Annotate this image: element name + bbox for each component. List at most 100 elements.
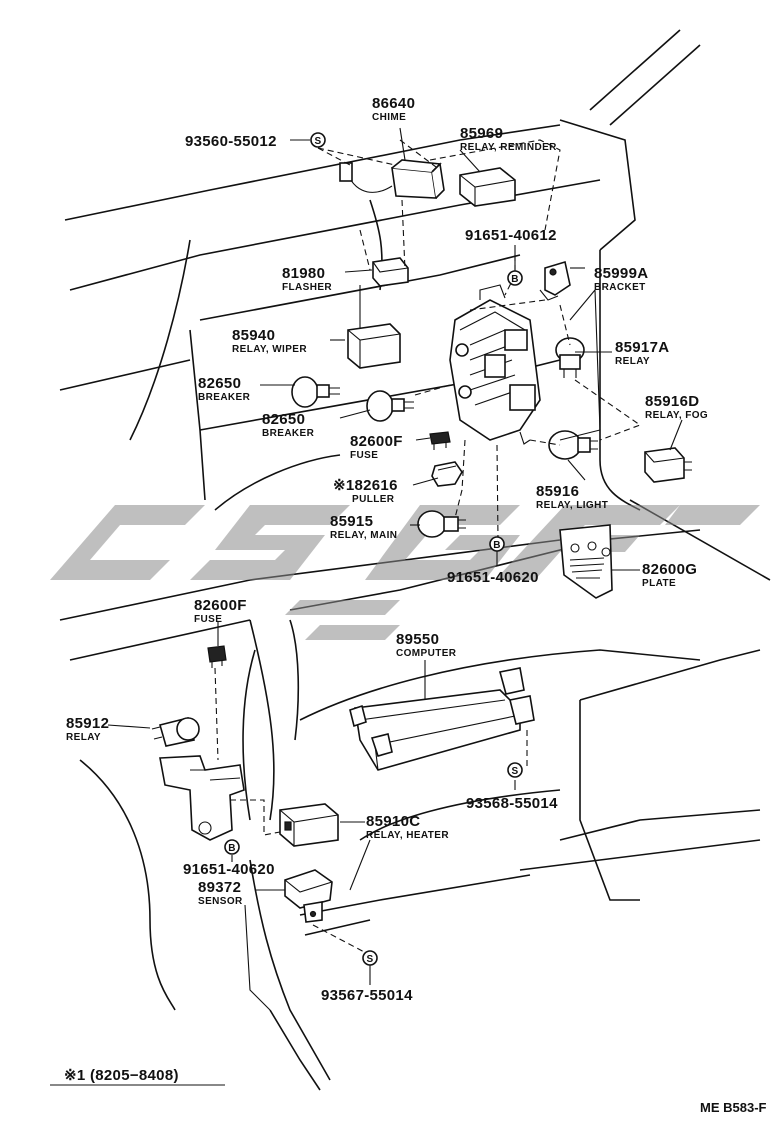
light-relay-part xyxy=(548,430,598,460)
part-name: RELAY, LIGHT xyxy=(536,500,608,511)
relay-85917a-part xyxy=(555,337,585,378)
body-outline xyxy=(59,29,771,1091)
part-name: SENSOR xyxy=(198,896,243,907)
lower-fuse-part xyxy=(207,645,227,668)
part-name: RELAY xyxy=(66,732,101,743)
bracket-part xyxy=(539,260,571,301)
label-breaker-2: 82650 BREAKER xyxy=(262,411,315,439)
lower-bracket-part xyxy=(159,755,245,841)
part-number: 82600F xyxy=(350,433,403,450)
part-number: 85940 xyxy=(232,327,275,344)
part-number: 85915 xyxy=(330,513,373,530)
label-lower-fuse: 82600F FUSE xyxy=(194,597,247,625)
part-name: RELAY, HEATER xyxy=(366,830,449,841)
label-91651-40612: 91651-40612 xyxy=(465,227,557,244)
part-number: 85916D xyxy=(645,393,699,410)
label-heater-relay: 85910C RELAY, HEATER xyxy=(366,813,449,841)
part-number: 91651-40612 xyxy=(465,227,557,244)
reminder-relay-part xyxy=(459,167,516,207)
marker-s-label: S xyxy=(314,136,321,147)
part-number: 85910C xyxy=(366,813,420,830)
part-number: 85969 xyxy=(460,125,503,142)
part-name: BREAKER xyxy=(198,392,251,403)
part-name: RELAY, FOG xyxy=(645,410,708,421)
label-93560: 93560-55012 xyxy=(185,133,277,150)
chime-part xyxy=(339,159,445,199)
label-93567: 93567-55014 xyxy=(321,987,413,1004)
part-number: 85999A xyxy=(594,265,648,282)
part-number: 82600G xyxy=(642,561,697,578)
main-relay-part xyxy=(417,510,466,538)
marker-s-3: S xyxy=(362,950,378,966)
flasher-part xyxy=(372,257,409,287)
marker-s-2: S xyxy=(507,762,523,778)
label-fuse: 82600F FUSE xyxy=(350,433,403,461)
part-name: RELAY xyxy=(615,356,650,367)
part-number: ※182616 xyxy=(333,477,398,494)
label-flasher: 81980 FLASHER xyxy=(282,265,332,293)
part-number: 93568-55014 xyxy=(466,795,558,812)
part-number: 89372 xyxy=(198,879,241,896)
part-name: BREAKER xyxy=(262,428,315,439)
part-number: 82650 xyxy=(198,375,241,392)
label-wiper-relay: 85940 RELAY, WIPER xyxy=(232,327,307,355)
assembly-lines xyxy=(214,139,642,956)
part-number: 85916 xyxy=(536,483,579,500)
label-93568: 93568-55014 xyxy=(466,795,558,812)
relay-85912-part xyxy=(151,717,200,747)
part-number: 86640 xyxy=(372,95,415,112)
part-name: FUSE xyxy=(350,450,378,461)
leader-lines xyxy=(107,127,683,1011)
label-light-relay: 85916 RELAY, LIGHT xyxy=(536,483,608,511)
heater-relay-part xyxy=(279,803,339,847)
label-chime: 86640 CHIME xyxy=(372,95,415,123)
watermark-logo xyxy=(50,505,760,640)
part-name: COMPUTER xyxy=(396,648,457,659)
marker-b-1: B xyxy=(507,270,523,286)
part-number: 89550 xyxy=(396,631,439,648)
diagram-code: ME B583-F xyxy=(700,1100,767,1115)
part-number: 93560-55012 xyxy=(185,133,277,150)
marker-b-3: B xyxy=(224,839,240,855)
marker-b-label: B xyxy=(493,540,501,551)
part-name: PLATE xyxy=(642,578,676,589)
label-breaker-1: 82650 BREAKER xyxy=(198,375,251,403)
computer-part xyxy=(349,667,535,771)
part-name: RELAY, WIPER xyxy=(232,344,307,355)
part-name: PULLER xyxy=(352,494,395,505)
part-number: 91651-40620 xyxy=(447,569,539,586)
part-name: FLASHER xyxy=(282,282,332,293)
part-number: 91651-40620 xyxy=(183,861,275,878)
label-plate: 82600G PLATE xyxy=(642,561,697,589)
part-name: RELAY, REMINDER xyxy=(460,142,557,153)
breaker-part-2 xyxy=(366,390,414,422)
part-name: RELAY, MAIN xyxy=(330,530,397,541)
footnote-text: ※1 (8205−8408) xyxy=(64,1067,179,1084)
marker-b-label: B xyxy=(511,274,519,285)
part-number: 85912 xyxy=(66,715,109,732)
label-main-relay: 85915 RELAY, MAIN xyxy=(330,513,397,541)
marker-s-label: S xyxy=(366,954,373,965)
puller-part xyxy=(431,461,463,487)
fuse-block-part xyxy=(449,284,541,445)
label-computer: 89550 COMPUTER xyxy=(396,631,457,659)
label-91651-40620-upper: 91651-40620 xyxy=(447,569,539,586)
label-91651-40620-lower: 91651-40620 xyxy=(183,861,275,878)
sensor-part xyxy=(284,869,333,923)
marker-s-1: S xyxy=(310,132,326,148)
footnote: ※1 (8205−8408) xyxy=(50,1067,225,1086)
part-name: FUSE xyxy=(194,614,222,625)
label-relay-85912: 85912 RELAY xyxy=(66,715,109,743)
label-fog-relay: 85916D RELAY, FOG xyxy=(645,393,708,421)
part-number: 81980 xyxy=(282,265,325,282)
label-sensor: 89372 SENSOR xyxy=(198,879,243,907)
part-number: 82600F xyxy=(194,597,247,614)
part-number: 93567-55014 xyxy=(321,987,413,1004)
fuse-part xyxy=(429,431,451,450)
marker-s-label: S xyxy=(511,766,518,777)
label-reminder-relay: 85969 RELAY, REMINDER xyxy=(460,125,557,153)
wiper-relay-part xyxy=(347,323,401,369)
plate-part xyxy=(559,524,613,599)
